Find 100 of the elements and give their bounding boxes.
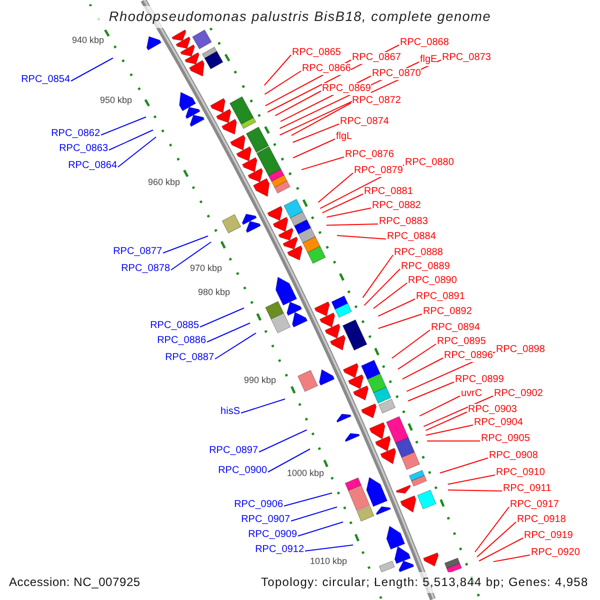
gene-label: RPC_0896: [444, 350, 493, 362]
leader-line: [258, 429, 308, 452]
leader-line: [426, 440, 480, 442]
diagram-title: Rhodopseudomonas palustris BisB18, complete genome: [108, 8, 492, 26]
leader-line: [100, 116, 146, 136]
gene-label: RPC_0891: [416, 291, 465, 303]
gene-label: RPC_0872: [352, 95, 401, 107]
leader-line: [240, 398, 286, 414]
leader-line: [200, 308, 244, 328]
gene-label: RPC_0864: [68, 160, 117, 172]
gene-label: RPC_0912: [255, 544, 304, 556]
gene-label: RPC_0886: [157, 335, 206, 347]
gene-label: RPC_0898: [496, 344, 545, 356]
gene-label: RPC_0885: [150, 320, 199, 332]
gene-label: RPC_0902: [494, 388, 543, 400]
leader-line: [214, 332, 256, 360]
leader-line: [318, 172, 354, 203]
gene-label: RPC_0866: [302, 63, 351, 75]
leader-line: [284, 492, 332, 506]
leader-line: [292, 124, 340, 143]
scale-label: 960 kbp: [148, 177, 180, 187]
gene-label: RPC_0907: [241, 514, 290, 526]
gene-label: RPC_0873: [442, 52, 491, 64]
gene-label: RPC_0909: [248, 529, 297, 541]
gene-label: RPC_0908: [489, 450, 538, 462]
gene-label: RPC_0917: [510, 499, 559, 511]
leader-line: [448, 490, 502, 492]
gene-label: RPC_0876: [345, 149, 394, 161]
gene-label: RPC_0918: [517, 514, 566, 526]
leader-line: [274, 90, 322, 116]
leader-line: [492, 554, 530, 562]
gene-label: RPC_0911: [503, 483, 552, 495]
gene-label: RPC_0874: [340, 116, 389, 128]
gene-label: RPC_0865: [292, 47, 341, 59]
gene-label: RPC_0879: [354, 165, 403, 177]
scale-label: 940 kbp: [72, 35, 104, 45]
gene-label: RPC_0883: [379, 216, 428, 228]
gene-label: RPC_0882: [372, 200, 421, 212]
leader-line: [118, 136, 156, 168]
leader-line: [378, 298, 416, 317]
leader-line: [206, 322, 250, 342]
leader-line: [162, 236, 208, 254]
gene-label: RPC_0870: [372, 68, 421, 80]
leader-line: [440, 458, 488, 474]
leader-line: [364, 268, 400, 306]
gene-label: RPC_0894: [431, 322, 480, 334]
leader-line: [408, 382, 454, 402]
leader-line: [423, 396, 494, 427]
gene-label: RPC_0863: [59, 143, 108, 155]
leader-line: [425, 412, 468, 431]
gene-label: RPC_0878: [121, 263, 170, 275]
scale-label: 1000 kbp: [287, 468, 324, 478]
gene-label: flgL: [336, 131, 352, 143]
gene-label: RPC_0888: [394, 247, 443, 259]
scale-label: 970 kbp: [190, 263, 222, 273]
gene-label: RPC_0868: [400, 37, 449, 49]
leader-line: [419, 396, 460, 416]
scale-label: 980 kbp: [198, 287, 230, 297]
gene-label: RPC_0905: [481, 433, 530, 445]
scale-label: 990 kbp: [244, 375, 276, 385]
leader-line: [402, 358, 444, 380]
gene-label: RPC_0897: [209, 445, 258, 457]
leader-line: [425, 424, 474, 436]
scale-label: 1010 kbp: [310, 556, 348, 566]
genome-summary-text: Topology: circular; Length: 5,513,844 bp; Genes: 4,958: [261, 574, 588, 590]
leader-line: [108, 130, 154, 150]
leader-line: [476, 522, 516, 558]
leader-line: [268, 448, 310, 472]
leader-line: [292, 138, 336, 158]
gene-label: RPC_0899: [455, 374, 504, 386]
leader-line: [372, 282, 408, 310]
leader-line: [397, 344, 436, 370]
leader-line: [264, 70, 302, 95]
leader-line: [290, 506, 338, 522]
gene-label: RPC_0920: [531, 547, 580, 559]
gene-label: RPC_0904: [474, 417, 523, 429]
accession-text: Accession: NC_007925: [9, 574, 140, 590]
leader-line: [326, 208, 372, 218]
gene-label: RPC_0910: [496, 467, 545, 479]
gene-label: RPC_0895: [437, 336, 486, 348]
leader-line: [298, 522, 344, 536]
gene-label: RPC_0881: [364, 186, 413, 198]
leader-line: [336, 235, 386, 240]
gene-label: RPC_0919: [524, 530, 573, 542]
gene-label: RPC_0867: [352, 52, 401, 64]
gene-label: RPC_0869: [322, 83, 371, 95]
leader-line: [264, 54, 292, 86]
gene-label: RPC_0906: [234, 499, 283, 511]
gene-label: RPC_0892: [423, 306, 472, 318]
gene-label: RPC_0877: [113, 246, 162, 258]
gene-label: RPC_0889: [401, 261, 450, 273]
leader-line: [300, 156, 344, 170]
gene-label: RPC_0884: [387, 231, 436, 243]
leader-line: [326, 224, 378, 226]
scale-label: 950 kbp: [100, 95, 132, 105]
leader-line: [170, 242, 212, 270]
leader-line: [478, 538, 524, 562]
leader-line: [447, 474, 496, 485]
gene-label: RPC_0900: [218, 465, 267, 477]
gene-label: flgE: [420, 54, 438, 66]
